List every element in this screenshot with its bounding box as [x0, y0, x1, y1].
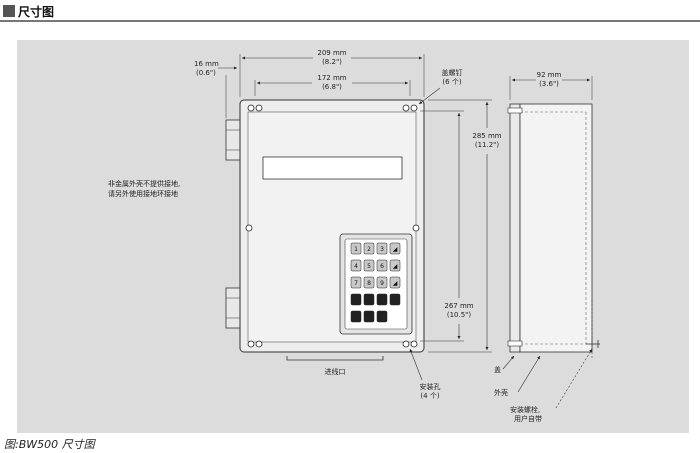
keypad-key-label: ◢ — [393, 246, 398, 253]
keypad-key-label: 8 — [367, 280, 371, 287]
dimension-267: 267 mm (10.5") — [420, 110, 474, 342]
dim-16-in: (0.6") — [196, 69, 216, 77]
mount-hole-callout: 安装孔 (4 个) — [409, 348, 441, 400]
keypad-key-label: 1 — [354, 246, 358, 253]
dim-172-mm: 172 mm — [317, 74, 346, 82]
display-window — [262, 156, 403, 180]
keypad-key-label: 9 — [380, 280, 384, 287]
header-bullet-icon — [3, 5, 15, 17]
mount-bolt-callout: 安装螺栓, 用户自带 — [510, 300, 593, 423]
dim-16-mm: 16 mm — [194, 60, 219, 68]
dim-285-mm: 285 mm — [472, 132, 501, 140]
keypad-key — [376, 310, 388, 323]
keypad-key-label: 5 — [367, 263, 371, 270]
keypad-key — [389, 276, 401, 289]
mounting-tab-bottom — [225, 287, 241, 329]
keypad-key — [350, 259, 362, 272]
keypad-key-label: 4 — [354, 263, 358, 270]
keypad: 1 2 3 ◢ 4 5 6 ◢ 7 8 9 ◢ — [339, 233, 413, 335]
keypad-key-label: 6 — [380, 263, 384, 270]
dim-92-in: (3.6") — [539, 80, 559, 88]
grounding-note-line-2: 请另外使用接地环接地 — [108, 189, 178, 198]
cover-screw-label: 盖螺钉 — [442, 68, 463, 77]
keypad-key — [376, 293, 388, 306]
section-header: 尺寸图 — [0, 0, 700, 22]
grounding-note: 非金属外壳不提供接地, 请另外使用接地环接地 — [108, 179, 180, 198]
keypad-key — [350, 242, 362, 255]
dim-267-in: (10.5") — [447, 311, 472, 319]
mount-bolt-label: 安装螺栓, — [510, 405, 540, 414]
lid-label: 盖 — [494, 365, 501, 374]
keypad-key-label: 7 — [354, 280, 358, 287]
mounting-tab-top — [225, 119, 241, 161]
dim-172-in: (6.8") — [322, 83, 342, 91]
dimension-16: 16 mm (0.6") — [194, 60, 237, 118]
keypad-key — [389, 242, 401, 255]
mount-hole-count: (4 个) — [420, 392, 439, 400]
keypad-key — [363, 276, 375, 289]
keypad-key — [363, 242, 375, 255]
keypad-key — [376, 259, 388, 272]
mount-hole-label: 安装孔 — [420, 382, 441, 391]
dim-209-mm: 209 mm — [317, 49, 346, 57]
keypad-key — [363, 310, 375, 323]
dim-285-in: (11.2") — [475, 141, 500, 149]
dimension-172: 172 mm (6.8") — [254, 74, 411, 96]
section-title: 尺寸图 — [18, 5, 55, 19]
dimension-92: 92 mm (3.6") — [509, 71, 593, 100]
cover-screw-callout: 盖螺钉 (6 个) — [418, 68, 463, 105]
lid-callout: 盖 — [494, 355, 515, 374]
keypad-key — [363, 259, 375, 272]
keypad-key — [389, 293, 401, 306]
housing-callout: 外壳 — [494, 355, 541, 397]
cable-entry-label: 进线口 — [325, 367, 346, 376]
dimension-285: 285 mm (11.2") — [428, 99, 502, 353]
keypad-key — [363, 293, 375, 306]
dim-267-mm: 267 mm — [444, 302, 473, 310]
keypad-key — [350, 276, 362, 289]
side-view — [507, 103, 600, 353]
keypad-key-label: 2 — [367, 246, 371, 253]
keypad-key — [389, 259, 401, 272]
dim-92-mm: 92 mm — [537, 71, 562, 79]
keypad-key-label: ◢ — [393, 263, 398, 270]
figure-caption: 图:BW500 尺寸图 — [4, 438, 95, 451]
corner-screw-icon — [245, 104, 420, 348]
dim-209-in: (8.2") — [322, 58, 342, 66]
user-supplied-label: 用户自带 — [514, 414, 542, 423]
keypad-key — [376, 242, 388, 255]
dimension-209: 209 mm (8.2") — [239, 49, 425, 97]
header-divider — [0, 20, 700, 22]
cover-screw-count: (6 个) — [442, 78, 461, 86]
keypad-key-label: 3 — [380, 246, 384, 253]
keypad-key — [376, 276, 388, 289]
keypad-key — [350, 310, 362, 323]
keypad-key — [350, 293, 362, 306]
housing-label: 外壳 — [494, 388, 508, 397]
cable-entry-bracket — [286, 356, 384, 361]
keypad-key-label: ◢ — [393, 280, 398, 287]
grounding-note-line-1: 非金属外壳不提供接地, — [108, 179, 180, 188]
